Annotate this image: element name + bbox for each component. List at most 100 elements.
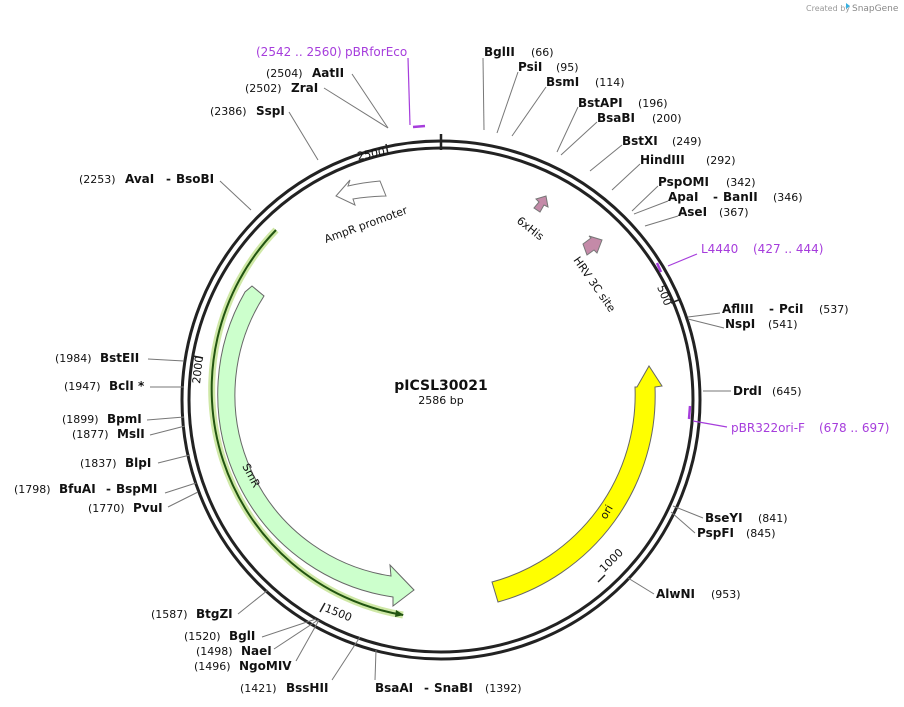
enzyme-banii-name: BanII	[723, 190, 758, 204]
enzyme-nspi-pos: (541)	[768, 318, 798, 331]
tick-2500: 2500	[356, 145, 386, 163]
enzyme-bsshii-pos: (1421)	[240, 682, 277, 695]
feature-ori-label: ori	[597, 503, 615, 522]
enzyme-bgli-name: BglI	[229, 629, 255, 643]
enzyme-bpmi-pos: (1899)	[62, 413, 99, 426]
enzyme-bgli: (1520) BglI	[184, 629, 255, 643]
insert-arc-arrowhead	[395, 610, 404, 617]
enzyme-bfuai-name: BfuAI	[59, 482, 96, 496]
enzyme-msli-name: MslI	[117, 427, 145, 441]
enzyme-sspi: (2386) SspI	[210, 104, 285, 118]
snapgene-credit: Created by SnapGene	[806, 3, 899, 14]
enzyme-aatii: (2504) AatII	[266, 66, 344, 80]
credit-brand: SnapGene	[852, 4, 899, 14]
tick-500: 500	[654, 283, 674, 307]
enzyme-hindiii-name: HindIII	[640, 153, 685, 167]
tick-1500: 1500	[323, 602, 354, 625]
enzyme-bfuai-bspmi: (1798) BfuAI - BspMI	[14, 482, 157, 496]
enzyme-bsaai-sep: -	[424, 681, 429, 695]
primer-l4440: L4440 (427 .. 444)	[701, 242, 823, 256]
enzyme-afliii-sep: -	[769, 302, 774, 316]
enzyme-bcli: (1947) BclI *	[64, 379, 145, 393]
enzyme-naei: (1498) NaeI	[196, 644, 272, 658]
enzyme-pcii-name: PciI	[779, 302, 804, 316]
enzyme-psii: PsiI (95)	[518, 60, 579, 74]
enzyme-afliii-name: AflIII	[722, 302, 754, 316]
enzyme-blpi: (1837) BlpI	[80, 456, 151, 470]
insert-arc-line	[210, 229, 404, 616]
enzyme-bsshii: (1421) BssHII	[240, 681, 328, 695]
enzyme-bcli-pos: (1947)	[64, 380, 101, 393]
enzyme-btgzi-name: BtgZI	[196, 607, 233, 621]
enzyme-nspi-name: NspI	[725, 317, 755, 331]
primer-pbrforeco-name: pBRforEco	[345, 45, 407, 59]
enzyme-apai-banii: ApaI - BanII (346)	[668, 190, 803, 204]
enzyme-bsmi: BsmI (114)	[546, 75, 625, 89]
enzyme-ngomiv: (1496) NgoMIV	[194, 659, 292, 673]
tick-marks	[192, 143, 682, 613]
enzyme-drdi: DrdI (645)	[733, 384, 802, 398]
enzyme-bsshii-name: BssHII	[286, 681, 328, 695]
tick-1000: 1000	[597, 546, 626, 575]
enzyme-avai-bsobi-pos: (2253)	[79, 173, 116, 186]
enzyme-ngomiv-pos: (1496)	[194, 660, 231, 673]
enzyme-bsteii-name: BstEII	[100, 351, 139, 365]
enzyme-naei-pos: (1498)	[196, 645, 233, 658]
feature-ori-arrow	[491, 365, 663, 603]
tick-2000: 2000	[190, 355, 206, 384]
enzyme-avai-bsobi: (2253) AvaI - BsoBI	[79, 172, 214, 186]
feature-6xhis-label: 6xHis	[514, 214, 546, 243]
enzyme-bstapi-pos: (196)	[638, 97, 668, 110]
enzyme-bpmi: (1899) BpmI	[62, 412, 142, 426]
credit-created-by: Created by	[806, 4, 850, 13]
primer-l4440-name: L4440	[701, 242, 738, 256]
enzyme-asei-name: AseI	[678, 205, 707, 219]
enzyme-blpi-name: BlpI	[125, 456, 151, 470]
feature-ampr-promoter-arrow	[335, 179, 387, 206]
enzyme-ngomiv-name: NgoMIV	[239, 659, 292, 673]
enzyme-drdi-name: DrdI	[733, 384, 762, 398]
enzyme-msli: (1877) MslI	[72, 427, 145, 441]
feature-smr-arrow	[217, 285, 415, 608]
enzyme-bsabi: BsaBI (200)	[597, 111, 682, 125]
enzyme-bsobi-name: BsoBI	[176, 172, 214, 186]
plasmid-name: pICSL30021	[394, 378, 487, 394]
enzyme-naei-name: NaeI	[241, 644, 272, 658]
feature-6xhis-arrow	[533, 195, 549, 213]
enzyme-pvui: (1770) PvuI	[88, 501, 163, 515]
primer-pbr322ori-f: pBR322ori-F (678 .. 697)	[731, 421, 889, 435]
enzyme-avai-sep: -	[166, 172, 171, 186]
enzyme-snabi-name: SnaBI	[434, 681, 473, 695]
enzyme-alwni-name: AlwNI	[656, 587, 695, 601]
enzyme-bfuai-sep: -	[106, 482, 111, 496]
feature-ampr-promoter-label: AmpR promoter	[323, 204, 410, 246]
feature-hrv3c-label: HRV 3C site	[571, 254, 619, 314]
enzyme-aatii-pos: (2504)	[266, 67, 303, 80]
enzyme-avai-name: AvaI	[125, 172, 154, 186]
enzyme-bsaai-name: BsaAI	[375, 681, 413, 695]
enzyme-bstapi-name: BstAPI	[578, 96, 623, 110]
enzyme-drdi-pos: (645)	[772, 385, 802, 398]
enzyme-hindiii-pos: (292)	[706, 154, 736, 167]
enzyme-bglii-pos: (66)	[531, 46, 554, 59]
enzyme-afliii-pcii-pos: (537)	[819, 303, 849, 316]
enzyme-aatii-name: AatII	[312, 66, 344, 80]
enzyme-blpi-pos: (1837)	[80, 457, 117, 470]
enzyme-pspfi: PspFI (845)	[697, 526, 776, 540]
enzyme-psii-pos: (95)	[556, 61, 579, 74]
enzyme-bsmi-pos: (114)	[595, 76, 625, 89]
enzyme-bstxi-pos: (249)	[672, 135, 702, 148]
enzyme-bpmi-name: BpmI	[107, 412, 142, 426]
enzyme-pspomi-name: PspOMI	[658, 175, 709, 189]
enzyme-afliii-pcii: AflIII - PciI (537)	[722, 302, 849, 316]
enzyme-alwni: AlwNI (953)	[656, 587, 741, 601]
plasmid-length: 2586 bp	[418, 394, 463, 407]
enzyme-bsmi-name: BsmI	[546, 75, 579, 89]
enzyme-zrai-name: ZraI	[291, 81, 318, 95]
enzyme-bstxi-name: BstXI	[622, 134, 658, 148]
enzyme-hindiii: HindIII (292)	[640, 153, 736, 167]
enzyme-bsabi-pos: (200)	[652, 112, 682, 125]
enzyme-apai-banii-pos: (346)	[773, 191, 803, 204]
enzyme-bgli-pos: (1520)	[184, 630, 221, 643]
